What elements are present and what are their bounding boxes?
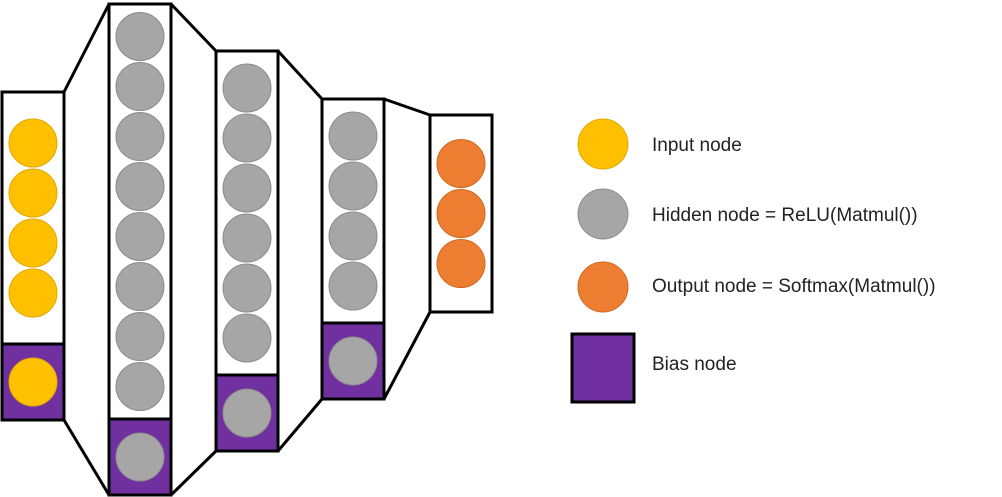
output-node [436,139,486,188]
bias-node [8,357,58,407]
hidden-node [328,161,378,211]
hidden-node [222,113,272,163]
connector-line-bottom [62,419,111,496]
connector-line-top [169,2,218,53]
hidden-node [222,213,272,263]
layer-hidden-1 [107,2,173,497]
hidden-node [115,162,165,211]
hidden-node-icon [577,188,629,240]
connector-line-top [62,3,111,93]
connector-line-top [383,97,431,117]
hidden-node [115,62,165,111]
network-layers [0,2,494,497]
output-node-icon [577,261,629,313]
connector-line-top [276,49,324,101]
hidden-node [115,262,165,311]
legend-label-bias: Bias node [652,354,737,375]
output-node [436,239,486,288]
bias-node [328,336,378,386]
hidden-node [115,212,165,261]
hidden-node [222,163,272,213]
legend-label-output: Output node = Softmax(Matmul()) [652,276,936,297]
input-node [8,118,58,168]
hidden-node [222,313,272,363]
hidden-node [115,112,165,161]
layer-connectors [62,2,432,497]
hidden-node [222,63,272,113]
hidden-node [328,111,378,161]
hidden-node [115,12,165,61]
legend-label-input: Input node [652,135,742,156]
output-node [436,189,486,238]
bias-node-icon [570,332,636,404]
hidden-node [328,261,378,311]
connector-line-bottom [169,449,218,497]
legend-icons [570,118,636,404]
layer-output-4 [428,113,494,314]
hidden-node [222,263,272,313]
connector-line-bottom [276,398,324,452]
input-node [8,268,58,318]
input-node-icon [577,118,629,170]
input-node [8,218,58,268]
hidden-node [328,211,378,261]
legend-label-hidden: Hidden node = ReLU(Matmul()) [652,205,918,226]
connector-line-bottom [382,311,432,400]
layer-hidden-3 [320,97,386,401]
hidden-node [115,312,165,361]
input-node [8,168,58,218]
bias-node [222,388,272,438]
hidden-node [115,362,165,411]
bias-node [115,432,165,482]
layer-hidden-2 [214,49,280,453]
layer-input-0 [0,90,66,422]
